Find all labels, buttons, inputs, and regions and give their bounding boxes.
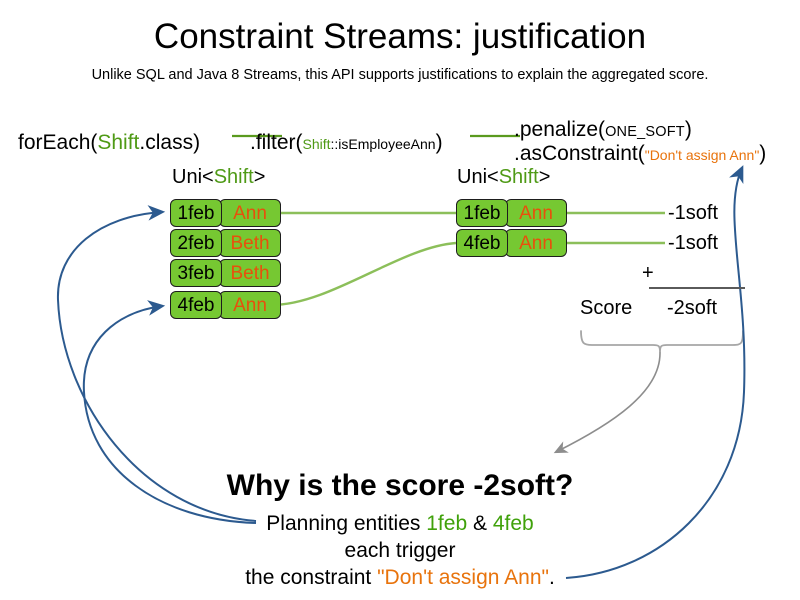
code-foreach-suffix: .class) bbox=[139, 131, 201, 154]
entity-4feb: 4feb bbox=[492, 512, 534, 535]
code-as-constraint: .asConstraint("Don't assign Ann") bbox=[514, 141, 766, 168]
shift-card[interactable]: 2feb Beth bbox=[170, 229, 281, 257]
code-foreach: forEach(Shift.class) bbox=[18, 130, 200, 156]
uni-left-suffix: > bbox=[253, 166, 266, 188]
uni-left-prefix: Uni< bbox=[172, 166, 214, 188]
code-filter-method: ::isEmployeeAnn bbox=[330, 136, 436, 152]
page-subtitle: Unlike SQL and Java 8 Streams, this API … bbox=[91, 67, 709, 83]
code-penalize-prefix: .penalize( bbox=[514, 118, 606, 141]
code-penalize-level: ONE_SOFT bbox=[605, 124, 685, 140]
shift-employee: Ann bbox=[505, 229, 567, 257]
shift-employee: Ann bbox=[505, 199, 567, 227]
shift-date: 2feb bbox=[170, 229, 222, 257]
shift-date: 4feb bbox=[456, 229, 508, 257]
code-as-constraint-name: "Don't assign Ann" bbox=[644, 147, 760, 163]
uni-left-type: Shift bbox=[213, 166, 254, 188]
sum-rule bbox=[649, 287, 745, 289]
code-as-constraint-prefix: .asConstraint( bbox=[514, 142, 645, 165]
explanation-line-2: each trigger bbox=[344, 539, 456, 562]
explanation-line-1: Planning entities 1feb & 4feb bbox=[0, 510, 800, 537]
score-label: Score bbox=[580, 297, 633, 319]
explanation-line1-prefix: Planning entities bbox=[266, 512, 427, 535]
uni-right-suffix: > bbox=[538, 166, 551, 188]
score-total: -2soft bbox=[667, 297, 718, 319]
code-filter-suffix: ) bbox=[435, 131, 443, 154]
shift-card[interactable]: 3feb Beth bbox=[170, 259, 281, 287]
code-penalize-suffix: ) bbox=[684, 118, 692, 141]
filtered-shift-card[interactable]: 4feb Ann bbox=[456, 229, 567, 257]
explanation-line3-prefix: the constraint bbox=[245, 566, 378, 589]
shift-employee: Beth bbox=[219, 229, 281, 257]
entity-1feb: 1feb bbox=[426, 512, 468, 535]
code-filter-type: Shift bbox=[302, 136, 331, 152]
shift-card[interactable]: 4feb Ann bbox=[170, 291, 281, 319]
shift-date: 1feb bbox=[456, 199, 508, 227]
code-as-constraint-suffix: ) bbox=[759, 142, 767, 165]
shift-employee: Ann bbox=[219, 291, 281, 319]
score-brace bbox=[580, 330, 744, 353]
shift-employee: Ann bbox=[219, 199, 281, 227]
penalty-value: -1soft bbox=[668, 232, 719, 254]
code-filter-prefix: .filter( bbox=[250, 131, 303, 154]
uni-right-type: Shift bbox=[498, 166, 539, 188]
explanation-heading: Why is the score -2soft? bbox=[226, 469, 574, 502]
uni-label-right: Uni<Shift> bbox=[457, 165, 550, 189]
uni-label-left: Uni<Shift> bbox=[172, 165, 265, 189]
code-foreach-type: Shift bbox=[97, 131, 140, 154]
constraint-name: "Don't assign Ann" bbox=[377, 566, 549, 589]
uni-right-prefix: Uni< bbox=[457, 166, 499, 188]
sum-operator: + bbox=[642, 262, 654, 284]
shift-date: 4feb bbox=[170, 291, 222, 319]
explanation-body: Planning entities 1feb & 4feb each trigg… bbox=[0, 510, 800, 591]
code-foreach-prefix: forEach( bbox=[18, 131, 98, 154]
page-title: Constraint Streams: justification bbox=[153, 17, 647, 56]
shift-employee: Beth bbox=[219, 259, 281, 287]
explanation-line1-mid: & bbox=[467, 512, 493, 535]
explanation-line-3: the constraint "Don't assign Ann". bbox=[0, 564, 800, 591]
score-explain-arrow bbox=[553, 351, 661, 454]
code-penalize: .penalize(ONE_SOFT) bbox=[514, 117, 692, 145]
shift-card[interactable]: 1feb Ann bbox=[170, 199, 281, 227]
shift-date: 1feb bbox=[170, 199, 222, 227]
penalty-value: -1soft bbox=[668, 202, 719, 224]
code-filter: .filter(Shift::isEmployeeAnn) bbox=[250, 130, 443, 157]
explanation-line3-suffix: . bbox=[548, 566, 555, 589]
filtered-shift-card[interactable]: 1feb Ann bbox=[456, 199, 567, 227]
stream-line-4feb bbox=[271, 241, 457, 307]
shift-date: 3feb bbox=[170, 259, 222, 287]
